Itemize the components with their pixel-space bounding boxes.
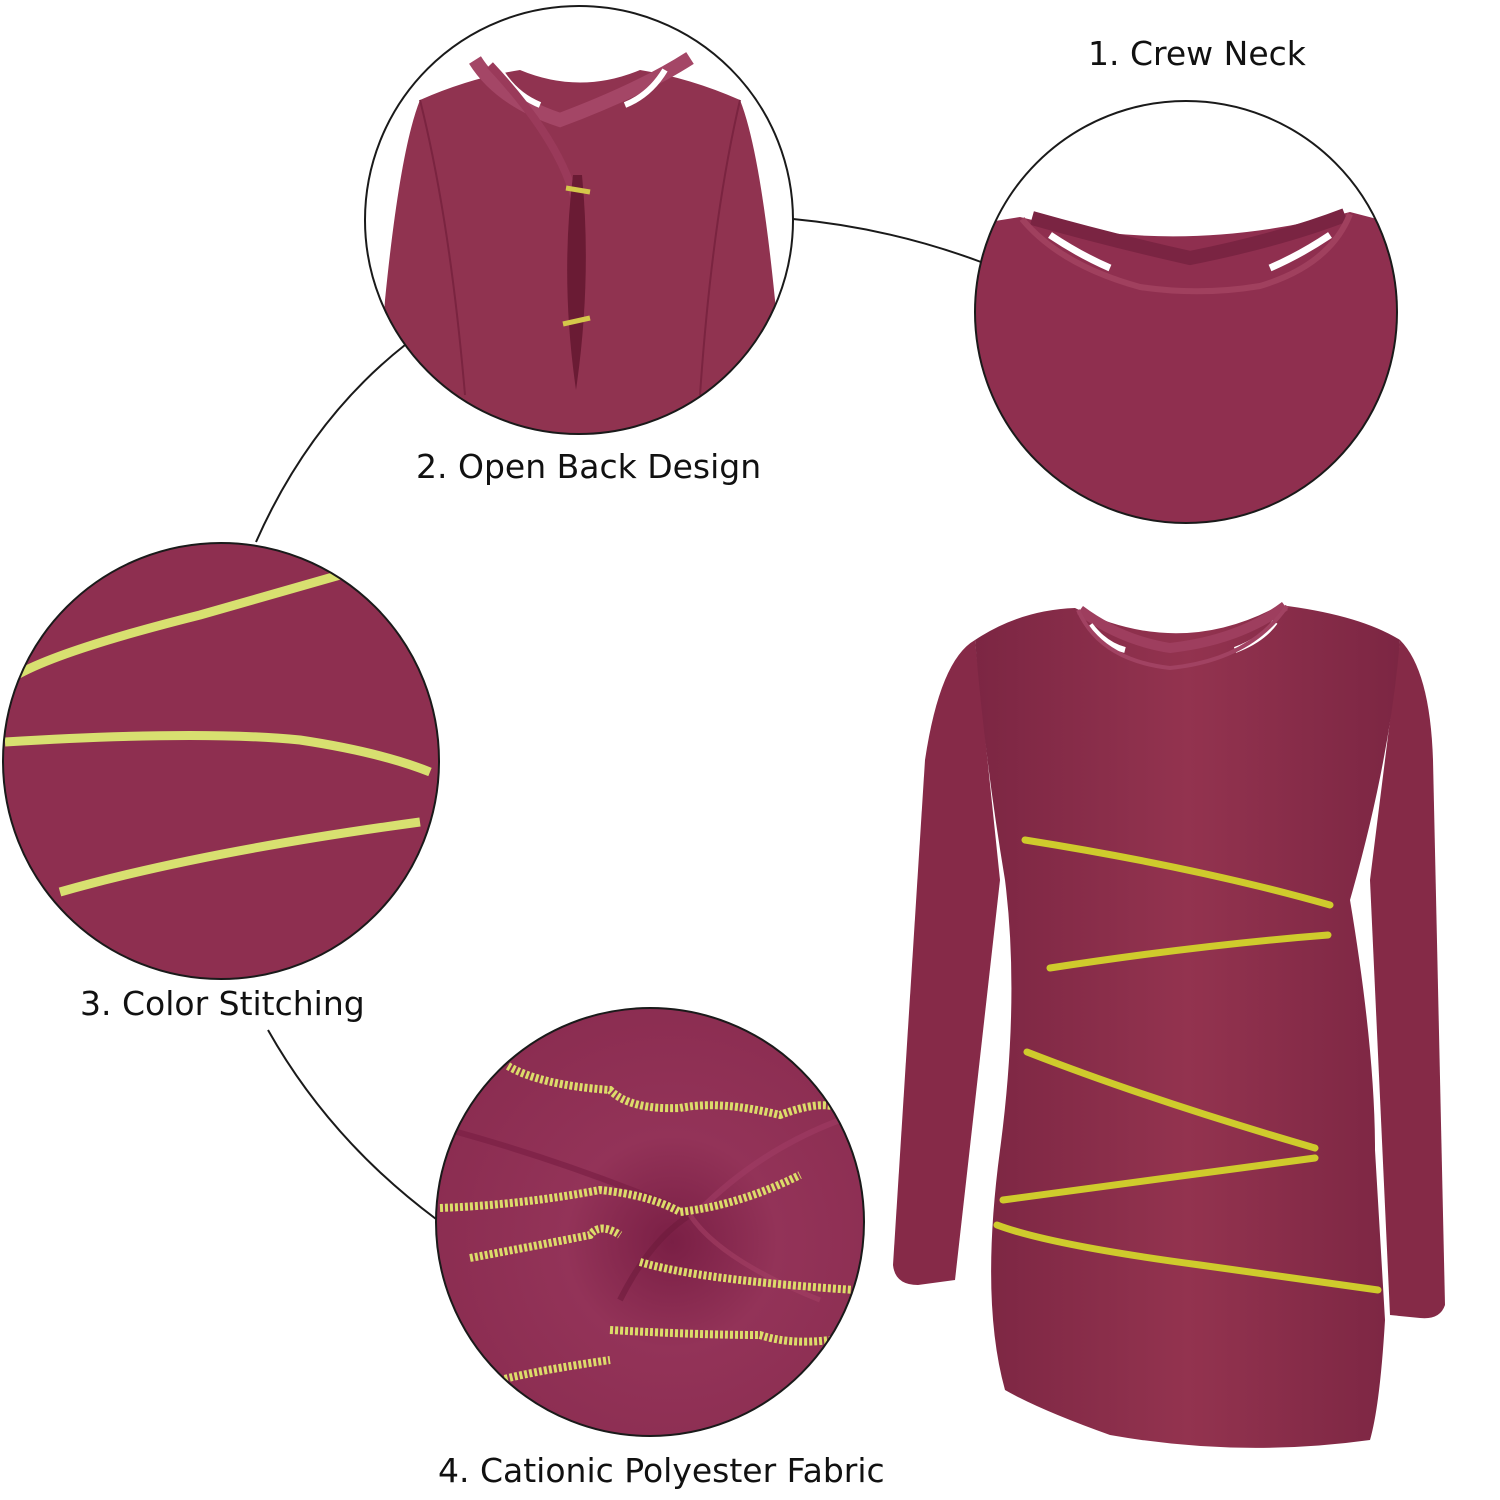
open-back-closeup	[364, 5, 794, 435]
shirt-front-view	[893, 601, 1445, 1448]
connector-2-to-3	[255, 344, 406, 543]
feature-label-open-back: 2. Open Back Design	[416, 447, 762, 486]
connector-3-to-4	[267, 1029, 437, 1220]
color-stitching-closeup	[2, 542, 440, 980]
feature-label-fabric: 4. Cationic Polyester Fabric	[438, 1451, 885, 1490]
connector-lines	[255, 218, 982, 1220]
connector-2-to-1	[792, 218, 982, 263]
feature-label-crew-neck: 1. Crew Neck	[1088, 34, 1306, 73]
crew-neck-closeup	[974, 100, 1398, 524]
fabric-swirl-closeup	[435, 1007, 865, 1437]
feature-label-color-stitching: 3. Color Stitching	[80, 984, 365, 1023]
